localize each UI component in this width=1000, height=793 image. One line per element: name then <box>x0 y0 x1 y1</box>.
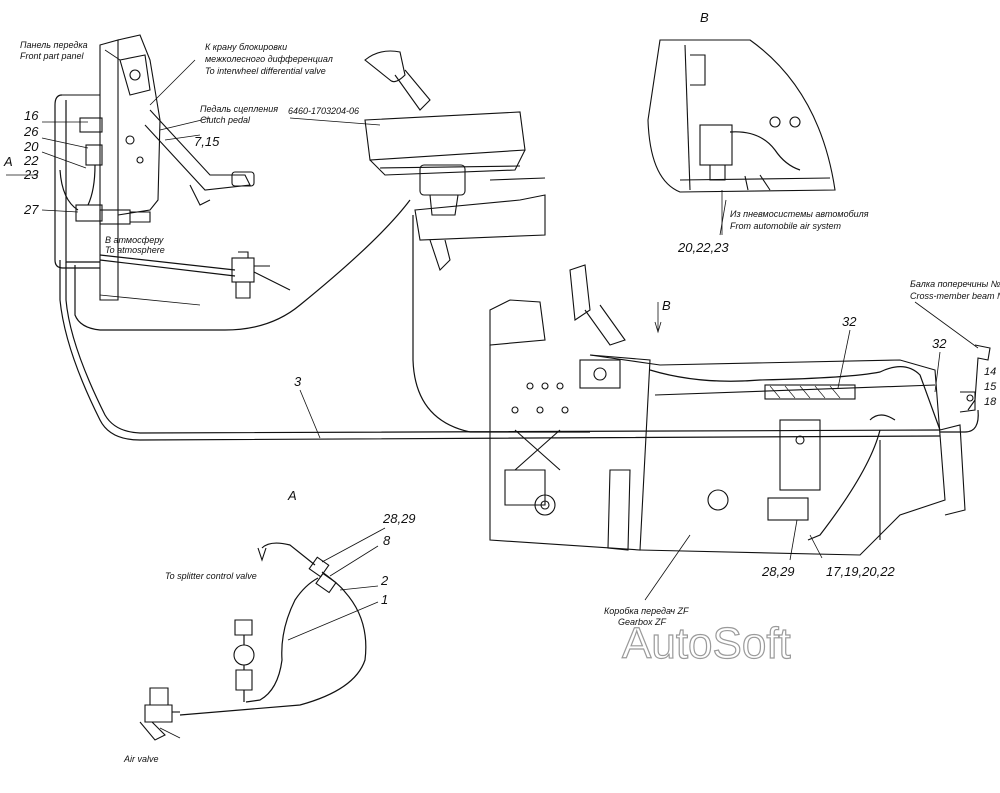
label-16: 16 <box>24 108 39 123</box>
callout-front-panel-ru: Панель передка <box>20 40 88 50</box>
callout-diff-valve-en: To interwheel differential valve <box>205 66 326 76</box>
label-3: 3 <box>294 374 302 389</box>
callout-air-system-en: From automobile air system <box>730 221 842 231</box>
callout-air-system-ru: Из пневмосистемы автомобиля <box>730 209 869 219</box>
label-14: 14 <box>984 366 996 378</box>
label-20: 20 <box>23 139 39 154</box>
callout-beam-en: Cross-member beam №3 <box>910 291 1000 301</box>
label-23: 23 <box>23 167 39 182</box>
cross-member-beam <box>940 344 991 433</box>
leader-lines <box>6 49 979 739</box>
detail-b-view <box>647 39 836 193</box>
section-label-b: B <box>700 10 709 25</box>
callout-gearbox-en: Gearbox ZF <box>618 617 667 627</box>
label-7-15: 7,15 <box>194 134 220 149</box>
callout-diff-valve-ru2: межколесного дифференциал <box>205 54 333 64</box>
label-28-29-detail: 28,29 <box>382 511 416 526</box>
line-3 <box>59 260 941 441</box>
label-1: 1 <box>381 592 388 607</box>
line-panel-to-lever <box>74 199 411 331</box>
callout-air-valve: Air valve <box>123 754 159 764</box>
label-2: 2 <box>380 573 389 588</box>
section-label-a: A <box>3 154 13 169</box>
callout-clutch-en: Clutch pedal <box>200 115 251 125</box>
callout-splitter: To splitter control valve <box>165 571 257 581</box>
line-lever-to-gearbox <box>412 215 590 433</box>
line-3-inner <box>65 262 941 434</box>
label-26: 26 <box>23 124 39 139</box>
callout-clutch-ru: Педаль сцепления <box>200 104 278 114</box>
label-18: 18 <box>984 396 997 408</box>
detail-a-view <box>139 542 367 741</box>
callout-atmosphere-en: To atmosphere <box>105 245 165 255</box>
callout-gearbox-ru: Коробка передач ZF <box>604 606 689 616</box>
section-label-a-detail: A <box>287 488 297 503</box>
section-arrow-b: B <box>662 298 671 313</box>
label-20-22-23: 20,22,23 <box>677 240 729 255</box>
watermark: AutoSoft <box>622 619 791 668</box>
label-8: 8 <box>383 533 391 548</box>
label-32-a: 32 <box>842 314 857 329</box>
callout-part-number: 6460-1703204-06 <box>288 106 359 116</box>
callout-atmosphere-ru: В атмосферу <box>105 235 164 245</box>
callout-front-panel-en: Front part panel <box>20 51 85 61</box>
callout-beam-ru: Балка поперечины №3 <box>910 279 1000 289</box>
shift-lever-assembly <box>364 50 546 272</box>
label-32-b: 32 <box>932 336 947 351</box>
label-28-29-gearbox: 28,29 <box>761 564 795 579</box>
gearbox-zf <box>489 264 966 556</box>
label-22: 22 <box>23 153 39 168</box>
label-27: 27 <box>23 202 39 217</box>
callout-diff-valve-ru1: К крану блокировки <box>205 42 287 52</box>
label-15: 15 <box>984 381 997 393</box>
atmosphere-line <box>99 251 291 306</box>
label-17-19-20-22: 17,19,20,22 <box>826 564 895 579</box>
